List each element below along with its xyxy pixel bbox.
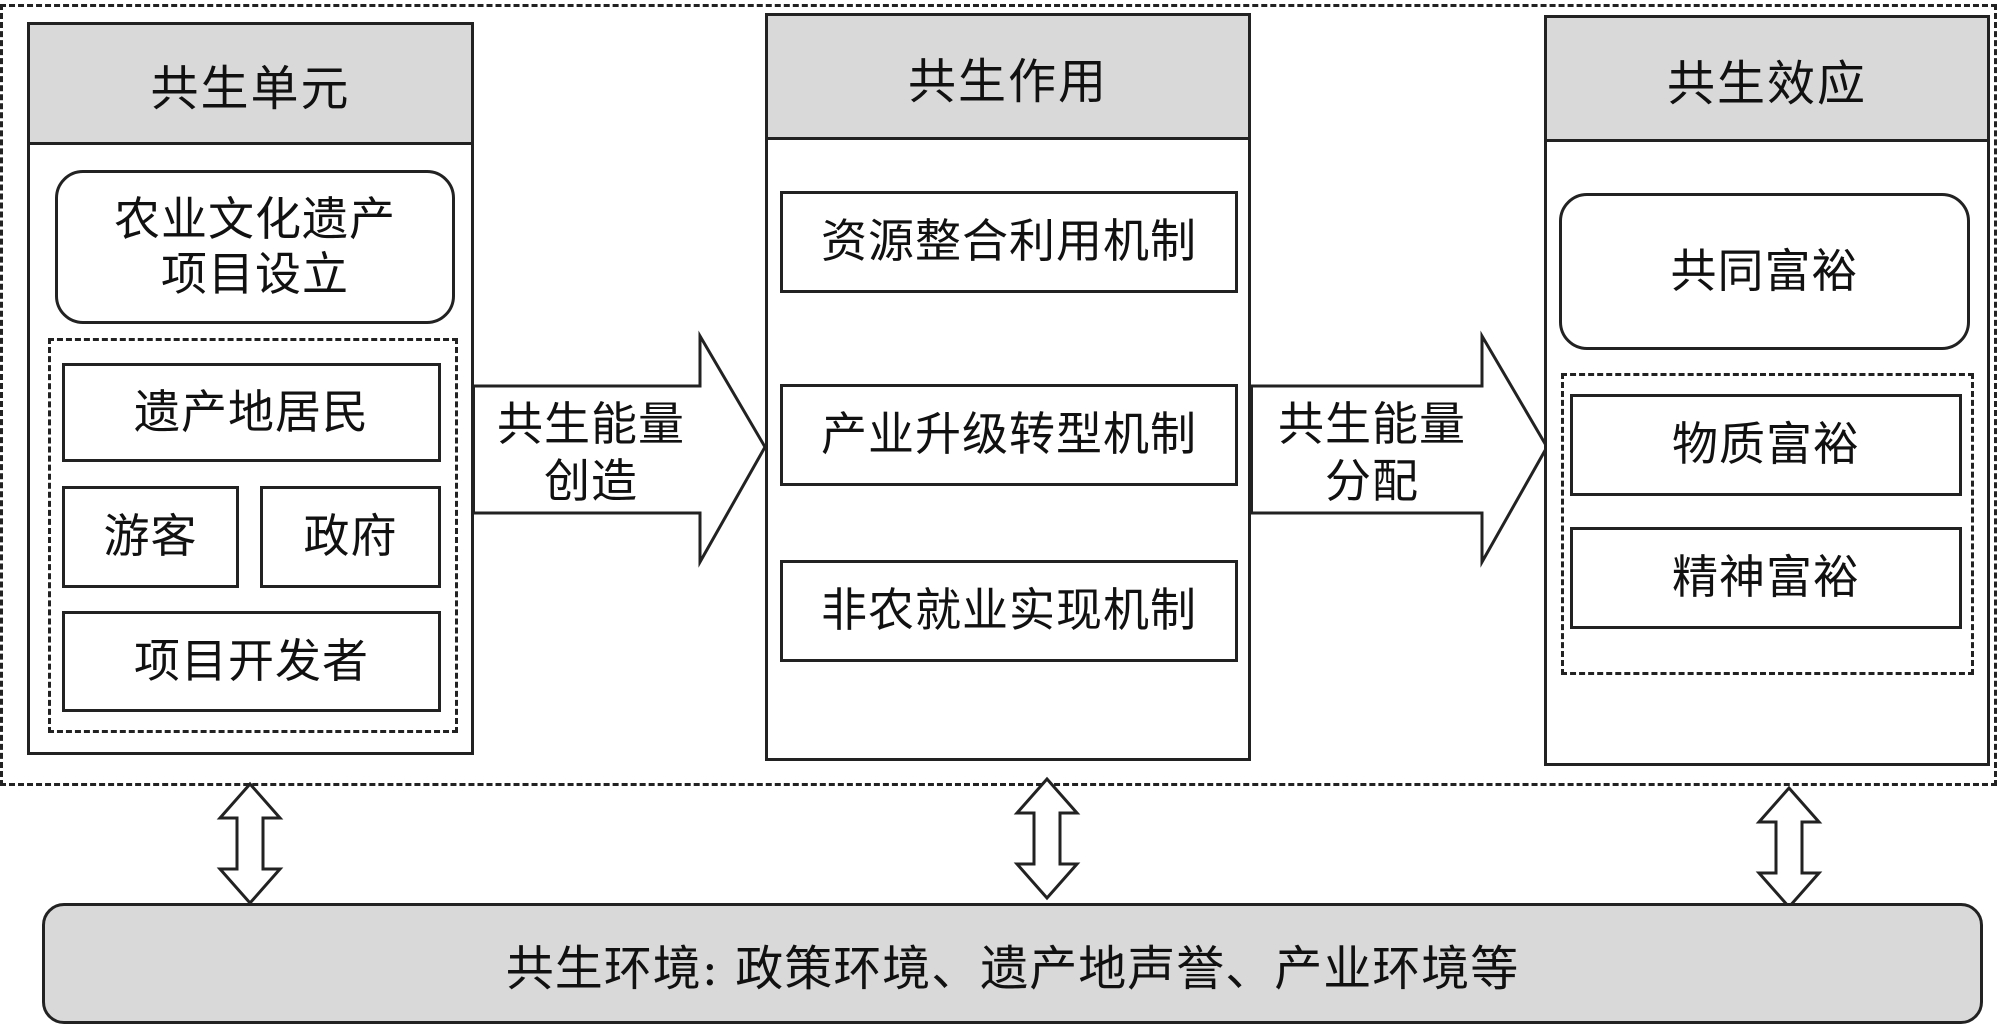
industry-upgrade-box: 产业升级转型机制 xyxy=(780,384,1238,486)
residents-box: 遗产地居民 xyxy=(62,363,441,462)
non-farm-employment-label: 非农就业实现机制 xyxy=(821,583,1197,638)
effects-column: 共生效应 xyxy=(1544,15,1990,766)
stakeholders-group xyxy=(48,338,458,733)
effects-environment-arrow xyxy=(1755,785,1823,910)
symbiosis-environment-bar: 共生环境: 政策环境、遗产地声誉、产业环境等 xyxy=(42,903,1983,1024)
symbiosis-system-frame xyxy=(0,4,1997,786)
energy-creation-label: 共生能量创造 xyxy=(497,397,685,508)
material-prosperity-box: 物质富裕 xyxy=(1570,394,1962,496)
developers-label: 项目开发者 xyxy=(134,633,369,688)
resource-integration-label: 资源整合利用机制 xyxy=(821,214,1197,269)
non-farm-employment-box: 非农就业实现机制 xyxy=(780,560,1238,662)
common-prosperity-label: 共同富裕 xyxy=(1670,243,1859,298)
units-environment-arrow xyxy=(216,781,284,906)
prosperity-group xyxy=(1561,373,1974,675)
government-box: 政府 xyxy=(260,486,441,588)
project-establishment-label: 农业文化遗产项目设立 xyxy=(114,191,396,301)
residents-label: 遗产地居民 xyxy=(134,384,369,439)
energy-distribution-label: 共生能量分配 xyxy=(1278,397,1466,508)
developers-box: 项目开发者 xyxy=(62,611,441,712)
material-prosperity-label: 物质富裕 xyxy=(1672,417,1860,472)
industry-upgrade-label: 产业升级转型机制 xyxy=(821,407,1197,462)
energy-distribution-arrow xyxy=(1250,330,1549,568)
resource-integration-box: 资源整合利用机制 xyxy=(780,191,1238,293)
project-establishment-box: 农业文化遗产项目设立 xyxy=(55,170,455,324)
tourists-label: 游客 xyxy=(103,509,198,564)
effects-header: 共生效应 xyxy=(1547,18,1987,142)
common-prosperity-box: 共同富裕 xyxy=(1559,193,1970,350)
government-label: 政府 xyxy=(303,509,398,564)
spiritual-prosperity-box: 精神富裕 xyxy=(1570,527,1962,629)
units-header: 共生单元 xyxy=(30,25,471,145)
energy-creation-arrow xyxy=(472,330,767,568)
symbiosis-environment-label: 共生环境: 政策环境、遗产地声誉、产业环境等 xyxy=(505,940,1520,997)
mechanisms-environment-arrow xyxy=(1013,776,1081,901)
mechanisms-header: 共生作用 xyxy=(768,16,1248,140)
tourists-box: 游客 xyxy=(62,486,239,588)
spiritual-prosperity-label: 精神富裕 xyxy=(1672,550,1860,605)
